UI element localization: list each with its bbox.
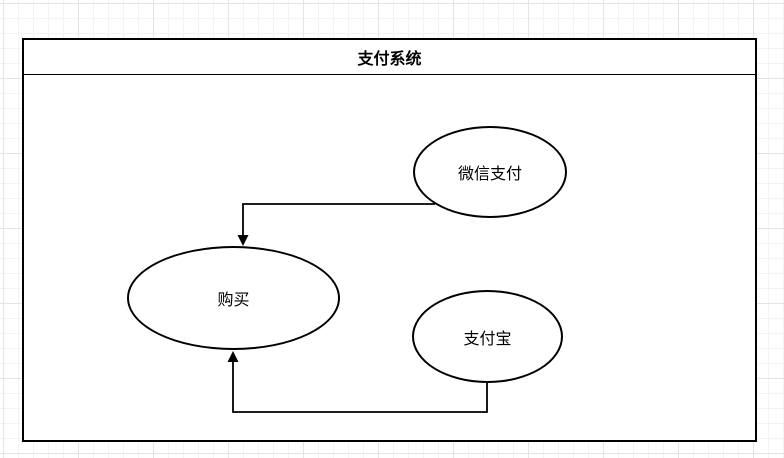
system-title: 支付系统 bbox=[357, 51, 422, 68]
node-wechat-pay[interactable]: 微信支付 bbox=[413, 126, 567, 218]
node-wechat-pay-label: 微信支付 bbox=[457, 166, 522, 183]
node-alipay[interactable]: 支付宝 bbox=[412, 290, 563, 383]
node-alipay-label: 支付宝 bbox=[463, 330, 512, 348]
node-buy-label: 购买 bbox=[217, 292, 250, 309]
system-boundary-box[interactable]: 支付系统 bbox=[22, 38, 757, 442]
system-title-bar: 支付系统 bbox=[24, 40, 755, 75]
node-buy[interactable]: 购买 bbox=[127, 246, 340, 350]
